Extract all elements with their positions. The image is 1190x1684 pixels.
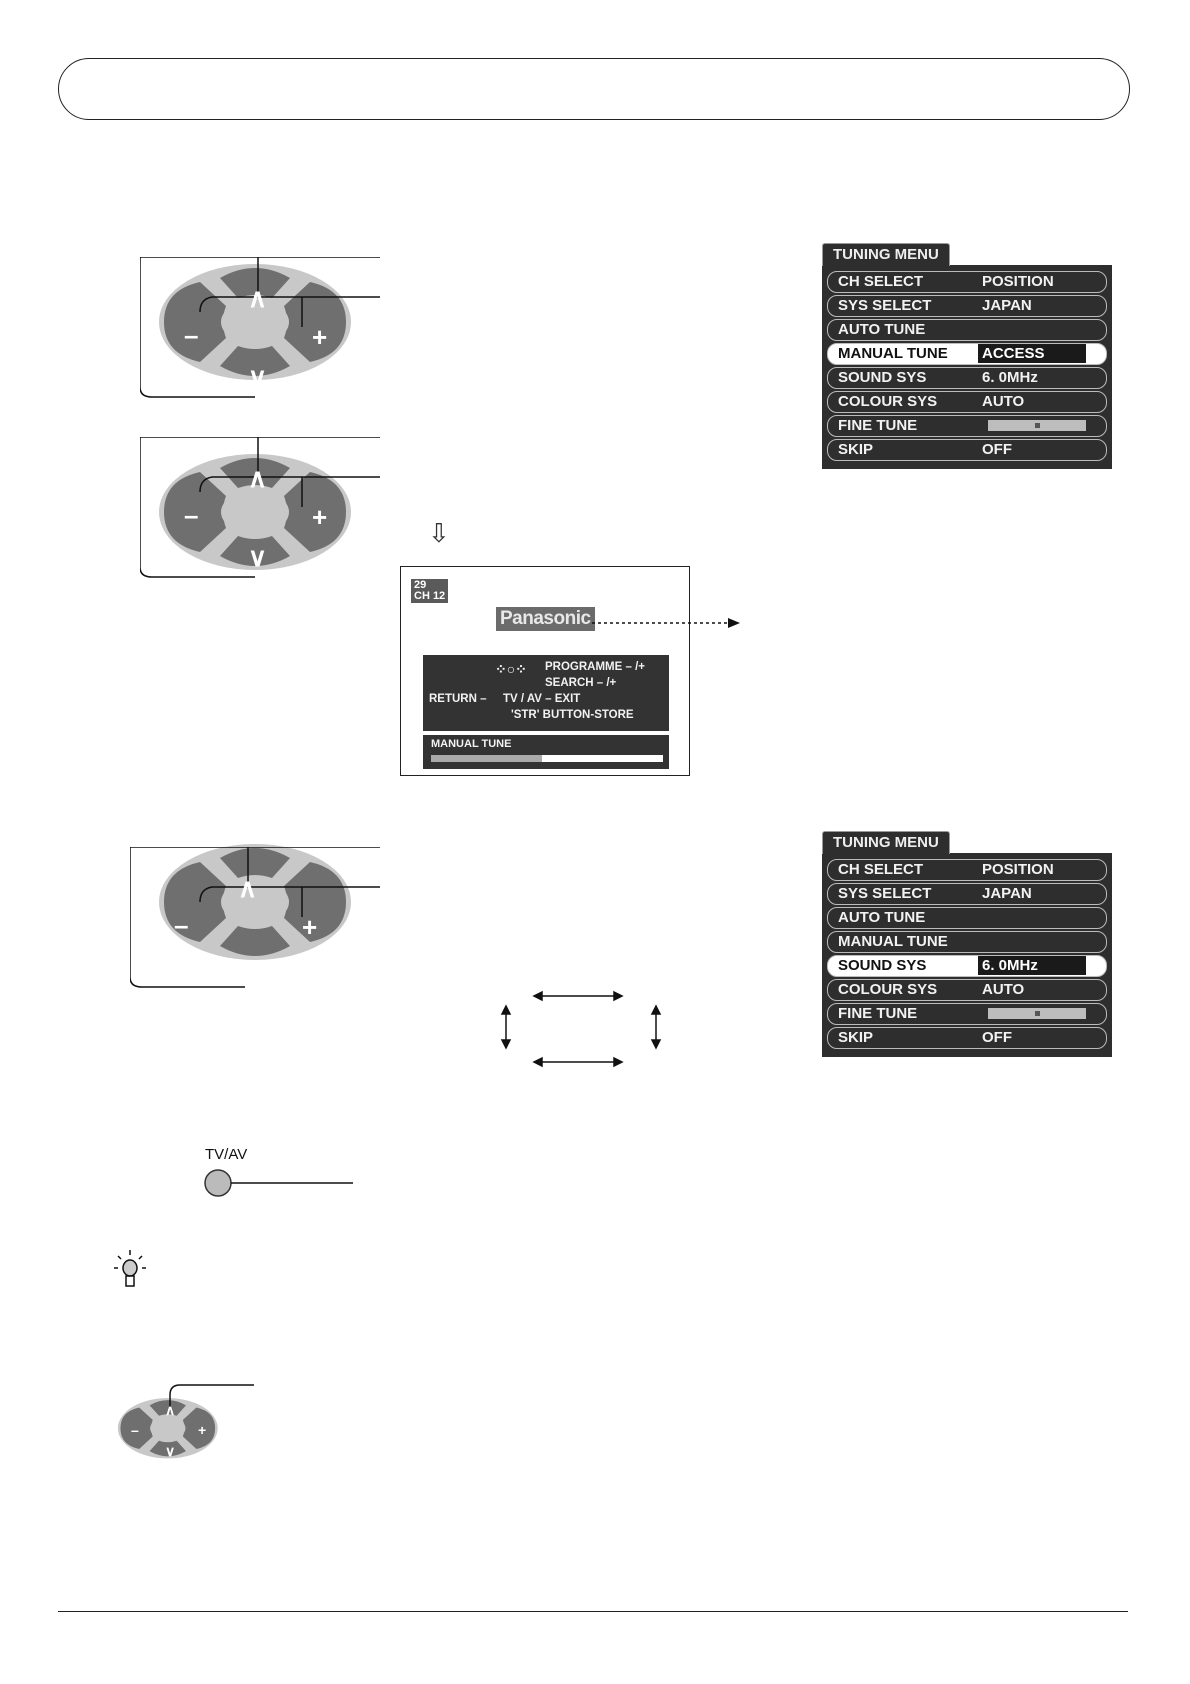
up-arrow-icon[interactable]: ∧ <box>238 873 258 903</box>
brand-pointer-arrow <box>592 616 742 628</box>
down-arrow-icon[interactable]: ∨ <box>165 1443 176 1459</box>
up-arrow-icon[interactable]: ∧ <box>165 1402 176 1418</box>
tune-progress-bar <box>431 755 663 762</box>
menu-row-label: AUTO TUNE <box>838 909 926 926</box>
remote-rocker-4 <box>108 1385 238 1485</box>
plus-icon[interactable]: + <box>312 322 328 352</box>
status-box: MANUAL TUNE <box>423 735 669 769</box>
down-arrow-icon[interactable]: ∨ <box>238 952 258 982</box>
plus-icon[interactable]: + <box>198 1422 207 1438</box>
tuning-menu-1: TUNING MENU CH SELECT POSITION SYS SELECT J… <box>822 243 1112 469</box>
menu-row[interactable]: SYS SELECT JAPAN <box>827 295 1107 317</box>
lightbulb-tip-icon <box>112 1250 148 1290</box>
minus-icon[interactable]: – <box>184 320 199 350</box>
menu-row[interactable]: CH SELECT POSITION <box>827 271 1107 293</box>
status-label: MANUAL TUNE <box>431 738 512 750</box>
menu-row-label: FINE TUNE <box>838 1005 918 1022</box>
menu-row-label: FINE TUNE <box>838 417 918 434</box>
manual-tune-screen: 29 CH 12 Panasonic ⁘○⁘ PROGRAMME – /+ SE… <box>400 566 690 776</box>
menu-row-value: 6. 0MHz <box>982 369 1038 386</box>
menu-row[interactable]: MANUAL TUNE ACCESS <box>827 343 1107 365</box>
menu-row-label: CH SELECT <box>838 861 924 878</box>
menu-row[interactable]: SKIP OFF <box>827 439 1107 461</box>
menu-tab: TUNING MENU <box>822 831 950 854</box>
tuning-menu-2: TUNING MENU CH SELECT POSITION SYS SELECT J… <box>822 831 1112 1057</box>
menu-row-value: AUTO <box>982 393 1025 410</box>
menu-row-label: AUTO TUNE <box>838 321 926 338</box>
menu-row[interactable]: CH SELECT POSITION <box>827 859 1107 881</box>
fine-tune-bar <box>988 420 1086 431</box>
down-arrow-icon[interactable]: ∨ <box>248 542 268 572</box>
minus-icon[interactable]: – <box>131 1422 139 1438</box>
remote-rocker-3 <box>140 830 390 1000</box>
down-outline-arrow-icon: ⇩ <box>428 518 450 548</box>
menu-row[interactable]: COLOUR SYS AUTO <box>827 391 1107 413</box>
menu-row[interactable]: SOUND SYS 6. 0MHz <box>827 955 1107 977</box>
menu-row-label: SKIP <box>838 441 874 458</box>
down-arrow-icon[interactable]: ∨ <box>248 362 268 392</box>
menu-row-value: POSITION <box>982 273 1054 290</box>
menu-row-value: OFF <box>982 1029 1012 1046</box>
rocker-1-callouts <box>139 256 380 407</box>
tvav-button[interactable] <box>203 1168 353 1198</box>
menu-row-label: MANUAL TUNE <box>838 345 948 362</box>
menu-row-value: OFF <box>982 441 1012 458</box>
minus-icon[interactable]: – <box>174 910 189 940</box>
minus-icon[interactable]: – <box>184 500 199 530</box>
menu-row-value: JAPAN <box>982 885 1032 902</box>
rocker-3-callouts <box>129 846 380 997</box>
menu-row[interactable]: FINE TUNE <box>827 1003 1107 1025</box>
menu-row-value: 6. 0MHz <box>978 956 1086 975</box>
remote-rocker-2 <box>140 440 390 610</box>
channel-number: CH 12 <box>414 590 446 602</box>
tvav-label: TV/AV <box>205 1146 248 1163</box>
menu-row-label: SYS SELECT <box>838 297 932 314</box>
channel-badge: 29 CH 12 <box>411 579 449 603</box>
menu-row[interactable]: FINE TUNE <box>827 415 1107 437</box>
footer-rule <box>58 1611 1128 1612</box>
menu-row-value: POSITION <box>982 861 1054 878</box>
rocker-4-callout <box>164 1383 264 1413</box>
up-arrow-icon[interactable]: ∧ <box>248 283 268 313</box>
menu-row-label: MANUAL TUNE <box>838 933 948 950</box>
menu-row-label: SOUND SYS <box>838 957 927 974</box>
fine-tune-marker <box>1035 423 1040 428</box>
menu-row-label: CH SELECT <box>838 273 924 290</box>
menu-row-value: JAPAN <box>982 297 1032 314</box>
help-box: ⁘○⁘ PROGRAMME – /+ SEARCH – /+ RETURN – … <box>423 655 669 731</box>
menu-row[interactable]: SOUND SYS 6. 0MHz <box>827 367 1107 389</box>
menu-row[interactable]: MANUAL TUNE <box>827 931 1107 953</box>
help-exit: TV / AV – EXIT <box>503 693 581 705</box>
page-title-box <box>58 58 1130 120</box>
help-search: SEARCH – /+ <box>545 677 617 689</box>
position-number: 29 <box>414 579 427 591</box>
tune-progress-fill <box>431 755 543 762</box>
menu-row[interactable]: AUTO TUNE <box>827 319 1107 341</box>
remote-rocker-1 <box>140 250 390 420</box>
help-programme: PROGRAMME – /+ <box>545 661 646 673</box>
rocker-2-callouts <box>139 436 380 587</box>
menu-row-label: SKIP <box>838 1029 874 1046</box>
brand-logo: Panasonic <box>496 607 595 631</box>
menu-row[interactable]: AUTO TUNE <box>827 907 1107 929</box>
menu-row-label: COLOUR SYS <box>838 981 938 998</box>
menu-row-label: COLOUR SYS <box>838 393 938 410</box>
menu-row[interactable]: COLOUR SYS AUTO <box>827 979 1107 1001</box>
sound-system-cycle-diagram <box>496 990 666 1070</box>
plus-icon[interactable]: + <box>312 502 328 532</box>
menu-row[interactable]: SKIP OFF <box>827 1027 1107 1049</box>
help-return: RETURN – <box>429 693 487 705</box>
menu-tab: TUNING MENU <box>822 243 950 266</box>
fine-tune-bar <box>988 1008 1086 1019</box>
menu-row[interactable]: SYS SELECT JAPAN <box>827 883 1107 905</box>
dial-icon: ⁘○⁘ <box>495 661 527 677</box>
menu-row-label: SYS SELECT <box>838 885 932 902</box>
help-store: 'STR' BUTTON-STORE <box>511 709 634 721</box>
menu-row-value: AUTO <box>982 981 1025 998</box>
up-arrow-icon[interactable]: ∧ <box>248 463 268 493</box>
plus-icon[interactable]: + <box>302 912 318 942</box>
menu-row-value: ACCESS <box>978 344 1086 363</box>
menu-row-label: SOUND SYS <box>838 369 927 386</box>
fine-tune-marker <box>1035 1011 1040 1016</box>
